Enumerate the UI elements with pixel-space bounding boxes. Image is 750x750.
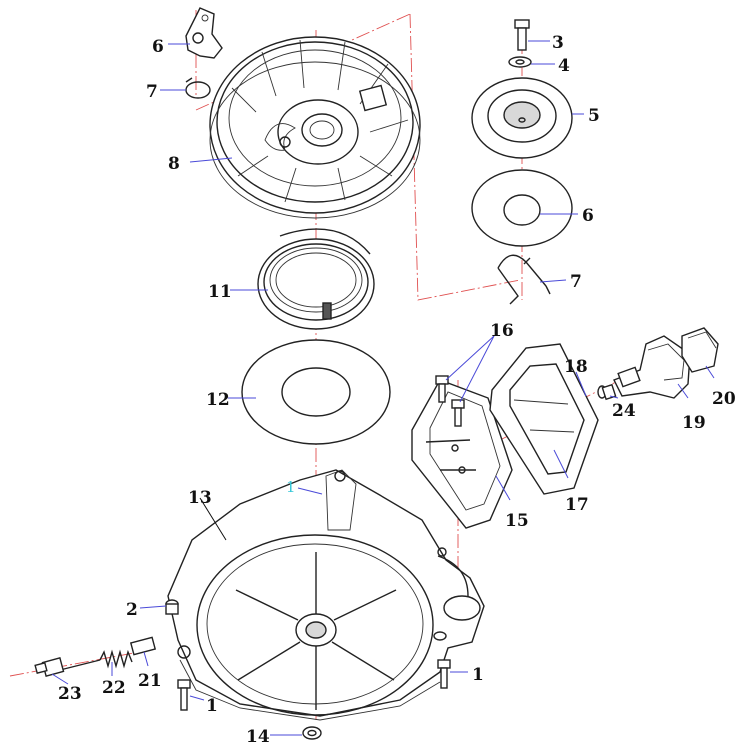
part-14-nut [302,726,322,740]
callout-23: 23 [58,684,82,704]
part-1-bolt-left [177,679,191,711]
part-20-handle-cap [681,327,719,373]
part-24-rope-end [597,383,617,401]
callout-24: 24 [612,401,636,421]
part-12-gasket-disc [241,339,391,445]
part-2-pin [165,599,179,615]
callout-6: 6 [582,206,594,226]
callout-14: 14 [246,727,270,747]
callout-1-right: 1 [472,665,484,685]
part-8-cam-plate [185,7,223,59]
callout-12: 12 [206,390,230,410]
part-4-washer [508,56,532,68]
callout-labels: 6 7 8 3 4 5 6 7 11 12 13 2 16 15 17 18 2… [58,33,736,747]
callout-5: 5 [588,106,600,126]
callout-10: 8 [168,154,180,174]
part-19-pull-handle [613,335,691,399]
callout-17: 17 [565,495,589,515]
part-1-bolt-right [437,659,451,689]
callout-7: 7 [570,272,582,292]
part-23-rod [34,657,101,677]
callout-4: 4 [558,56,570,76]
callout-1-highlight: 1 [286,478,296,496]
part-11-recoil-spring [257,228,375,330]
callout-13: 13 [188,488,212,508]
callout-2: 2 [126,600,138,620]
part-5-pulley-plate [471,77,573,159]
callout-3: 3 [552,33,564,53]
callout-11: 11 [208,282,232,302]
callout-18: 18 [564,357,588,377]
part-6-friction-disc [471,169,573,247]
part-10-rotor-cover [209,36,421,219]
part-21-plunger [129,636,157,656]
part-16-screws [435,375,465,427]
part-9-clip-ring [185,77,211,99]
callout-8: 6 [152,37,164,57]
part-17-grip-frame [489,343,599,495]
part-13-housing [167,469,485,721]
part-3-bolt [514,19,530,51]
callout-20: 20 [712,389,736,409]
part-22-spring [99,649,133,669]
callout-22: 22 [102,678,126,698]
callout-1-left: 1 [206,696,218,716]
callout-15: 15 [505,511,529,531]
callout-19: 19 [682,413,706,433]
callout-21: 21 [138,671,162,691]
callout-16: 16 [490,321,514,341]
part-7-spring-clip [497,254,551,305]
callout-9: 7 [146,82,158,102]
leader-lines [51,40,715,736]
